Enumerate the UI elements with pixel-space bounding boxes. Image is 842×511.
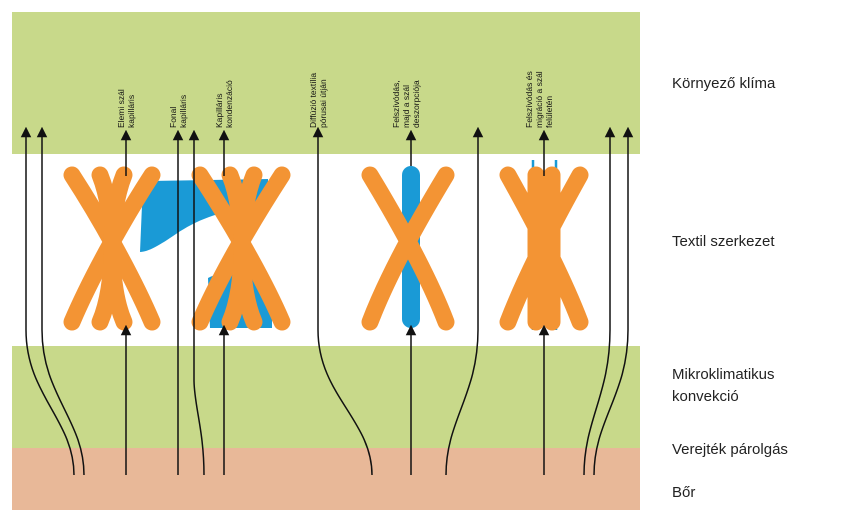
label-textile: Textil szerkezet xyxy=(672,232,775,252)
label-diffusion-line-2: pórusai útján xyxy=(318,79,328,128)
skin-layer xyxy=(12,448,640,510)
label-capillary-condensation-line-2: kondenzáció xyxy=(224,80,234,128)
label-skin: Bőr xyxy=(672,483,695,503)
label-capillary-condensation-line-1: Kapilláris xyxy=(214,94,224,129)
label-microclimate-line-1: Mikroklimatikus xyxy=(672,365,775,385)
label-diffusion-line-1: Diffúzió textília xyxy=(308,73,318,128)
label-sweat: Verejték párolgás xyxy=(672,440,788,460)
label-absorption-migration-line-2: migráció a szál xyxy=(534,71,544,128)
label-absorption-migration-line-1: Felszívódás és xyxy=(524,71,534,128)
label-microclimate-line-2: konvekció xyxy=(672,387,739,407)
label-absorption-desorption-line-2: majd a szál xyxy=(401,85,411,128)
label-yarn-capillary-line-1: Fonal xyxy=(168,107,178,128)
label-absorption-desorption-line-1: Felszívódás, xyxy=(391,80,401,128)
microclimate-layer xyxy=(12,346,640,448)
label-absorption-desorption-line-3: deszorpciója xyxy=(411,80,421,128)
label-fiber-capillary-line-1: Elemi szál xyxy=(116,89,126,128)
label-fiber-capillary-line-2: kapilláris xyxy=(126,95,136,128)
label-yarn-capillary-line-2: kapilláris xyxy=(178,95,188,128)
label-absorption-migration-line-3: felületén xyxy=(544,96,554,128)
label-environment: Környező klíma xyxy=(672,74,775,94)
label-absorption-desorption: Felszívódás, majd a szál deszorpciója xyxy=(391,78,421,128)
